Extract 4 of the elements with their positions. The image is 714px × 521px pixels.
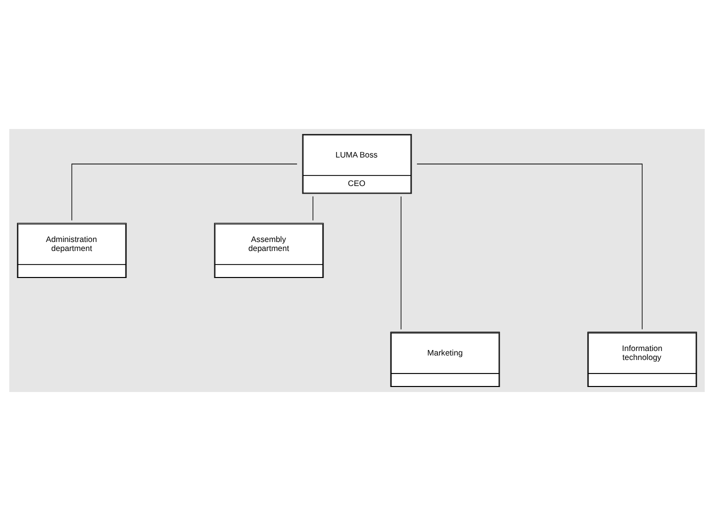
connector: [312, 196, 314, 221]
connector: [71, 164, 298, 221]
connector: [400, 196, 402, 330]
connector: [416, 164, 643, 330]
